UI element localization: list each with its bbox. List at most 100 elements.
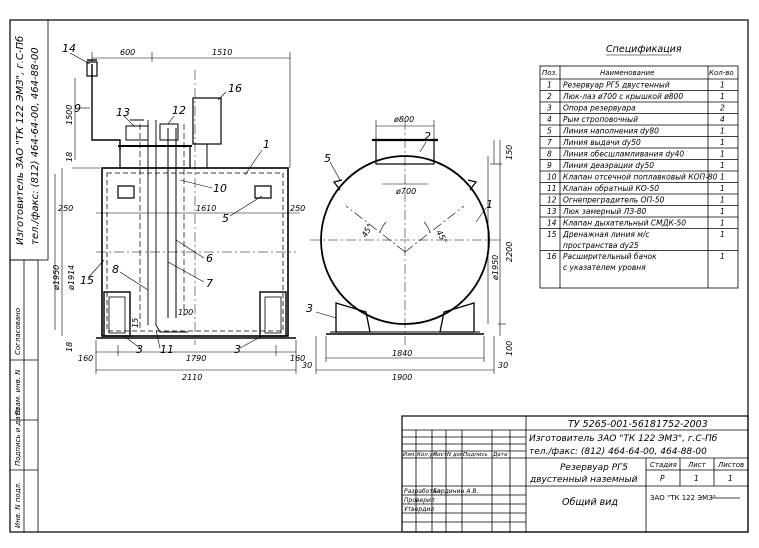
spec-row-qty: 1 [720,207,725,216]
spec-row-name: Люк замерный ЛЗ-80 [562,207,646,216]
tb-stage-label: Стадия [650,461,677,469]
spec-row-pos: 4 [547,115,552,124]
dim-1790: 1790 [186,354,206,363]
spec-row-name: Расширительный бачок [563,252,657,261]
side-stamp: Изготовитель ЗАО "ТК 122 ЭМЗ", г.С-Пб те… [9,19,49,261]
tb-stage-value: Р [660,474,665,483]
spec-row-qty: 1 [720,127,725,136]
side-view [310,120,500,345]
front-view [86,59,296,345]
dim-160-right: 160 [290,354,305,363]
spec-header-qty: Кол-во [709,69,734,77]
dim-1950-side: ø1950 [491,255,500,281]
spec-row-qty: 1 [720,150,725,159]
dim-250-left: 250 [58,204,73,213]
label-podpis-data: Подпись и дата [14,408,22,466]
spec-row-pos: 12 [547,196,557,205]
spec-row-pos: 2 [547,92,552,101]
callout-3-left: 3 [136,343,143,356]
spec-row-pos: 13 [547,207,557,216]
side-stamp-line2: тел./факс: (812) 464-64-00, 464-88-00 [30,47,41,245]
spec-row-qty: 1 [720,252,725,261]
dim-250-right: 250 [290,204,305,213]
spec-row-name: Линия наполнения dу80 [562,127,659,136]
spec-row-name: Линия деаэрации dу50 [562,161,654,170]
dim-160-left: 160 [78,354,93,363]
callout-6: 6 [206,252,213,265]
dim-15: 15 [131,318,140,328]
tb-change-col: Подпись [463,452,488,458]
spec-row-pos: 15 [547,230,557,239]
spec-row-name: Опора резервуара [563,104,636,113]
label-inv-podl: Инв. N подл. [14,482,22,528]
front-support-left [103,291,131,337]
callout-1-side: 1 [486,198,493,211]
spec-row-name: Рым строповочный [563,115,638,124]
tb-maker-line1: Изготовитель ЗАО "ТК 122 ЭМЗ", г.С-Пб [529,434,718,444]
front-support-right [259,291,287,337]
dim-2200: 2200 [505,242,514,262]
dim-150: 150 [505,145,514,160]
side-dims [315,120,506,374]
left-margin-grid [9,259,39,533]
dim-100: 100 [178,308,193,317]
spec-row-qty: 1 [720,81,725,90]
callout-8: 8 [112,263,119,276]
tb-sheets-value: 1 [728,474,733,483]
callout-5-front: 5 [222,212,229,225]
dim-1900: 1900 [392,373,412,382]
spec-header-name: Наименование [600,69,654,77]
spec-row-pos: 9 [547,161,552,170]
tb-change-col: Лист [432,452,448,458]
spec-row-name: Клапан обратный КО-50 [563,184,659,193]
callout-5-side: 5 [324,152,331,165]
spec-row-name: Люк-лаз ø700 с крышкой ø800 [562,92,683,101]
spec-row-pos: 5 [547,127,552,136]
label-vzam-inv: Взам. инв. N [14,369,22,415]
front-expansion-tank [192,97,222,145]
callout-12: 12 [172,104,186,117]
callout-11: 11 [160,343,174,356]
dim-1840: 1840 [392,349,412,358]
callout-13: 13 [116,106,130,119]
spec-row-pos: 10 [547,173,557,182]
spec-row-name: Резервуар РГ5 двустенный [563,81,670,90]
spec-row-qty: 1 [720,173,725,182]
front-manhole [119,145,191,169]
spec-row-qty: 1 [720,219,725,228]
spec-row-name: Дренажная линия м/с [562,230,650,239]
tb-org: ЗАО "ТК 122 ЭМЗ" [650,494,716,502]
spec-table [539,65,739,289]
spec-row-name: Клапан отсечной поплавковый КОП-80 [563,173,718,182]
spec-row-qty: 1 [720,92,725,101]
callout-16: 16 [228,82,242,95]
tb-change-col: N док. [447,452,465,458]
spec-row-name2: пространства dу25 [563,241,639,250]
tb-sheet-value: 1 [694,474,699,483]
spec-row-qty: 2 [720,104,725,113]
side-stamp-line1: Изготовитель ЗАО "ТК 122 ЭМЗ", г.С-Пб [14,36,26,245]
spec-row-pos: 1 [547,81,552,90]
tb-change-col: Изм. [403,452,416,458]
spec-row-qty: 1 [720,184,725,193]
dim-1510: 1510 [212,48,232,57]
tb-maker-line2: тел./факс: (812) 464-64-00, 464-88-00 [529,447,707,457]
spec-row-qty: 1 [720,161,725,170]
tb-role-approved: Утвердил [404,506,434,513]
dim-18-top: 18 [65,152,74,162]
tb-change-col: Дата [492,452,508,458]
tb-product-line1: Резервуар РГ5 [560,463,628,473]
callout-3-side: 3 [306,302,313,315]
dim-800: ø800 [393,115,414,124]
dim-2110: 2110 [182,373,202,382]
dim-1610: 1610 [196,204,216,213]
spec-row-pos: 14 [547,219,557,228]
tb-sheet-label: Лист [687,461,707,469]
spec-row-qty: 1 [720,230,725,239]
dim-30-right: 30 [498,361,508,370]
dim-700: ø700 [395,187,416,196]
tb-developer-name: Бердинин А.В. [433,488,478,495]
spec-row-name2: с указателем уровня [563,263,646,272]
callout-3-right: 3 [234,343,241,356]
